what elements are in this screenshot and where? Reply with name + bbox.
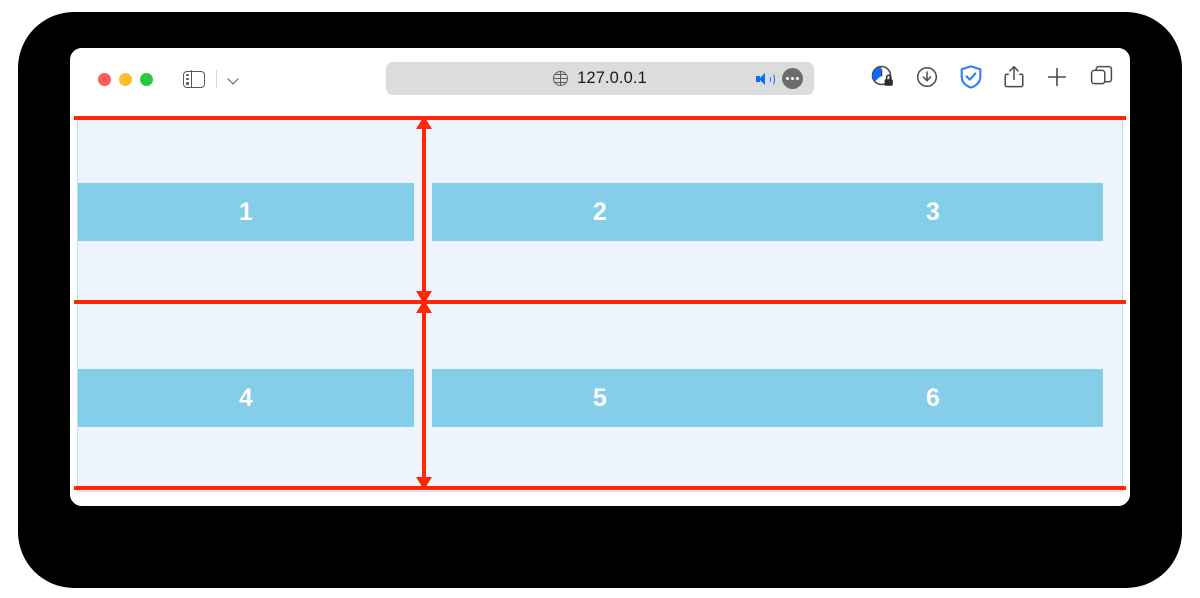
grid-item: 4 xyxy=(78,369,414,427)
address-bar[interactable]: 127.0.0.1 xyxy=(386,62,814,95)
ellipsis-icon[interactable] xyxy=(782,68,803,89)
globe-icon xyxy=(553,71,569,86)
chevron-down-icon[interactable] xyxy=(228,74,239,85)
share-icon[interactable] xyxy=(1004,65,1024,93)
grid-item: 6 xyxy=(763,369,1103,427)
minimize-window-button[interactable] xyxy=(119,72,132,86)
speaker-playing-icon[interactable] xyxy=(756,72,775,86)
address-bar-text: 127.0.0.1 xyxy=(577,69,647,87)
address-bar-trailing-icons xyxy=(756,62,803,95)
browser-toolbar: 127.0.0.1 xyxy=(70,48,1130,110)
grid-item: 2 xyxy=(432,183,768,241)
close-window-button[interactable] xyxy=(98,72,111,86)
grid-item: 5 xyxy=(432,369,768,427)
tab-overview-icon[interactable] xyxy=(1090,65,1113,93)
toolbar-actions xyxy=(871,48,1113,110)
grid-item: 1 xyxy=(78,183,414,241)
grid-item: 3 xyxy=(763,183,1103,241)
maximize-window-button[interactable] xyxy=(140,72,153,86)
sidebar-dots-icon xyxy=(186,74,189,85)
new-tab-icon[interactable] xyxy=(1046,66,1068,93)
grid-container: 1 2 3 4 5 6 xyxy=(77,118,1123,492)
adguard-shield-icon[interactable] xyxy=(960,64,982,94)
window-controls xyxy=(98,72,153,86)
page-content: 1 2 3 4 5 6 xyxy=(70,110,1130,506)
privacy-report-icon[interactable] xyxy=(871,65,894,93)
downloads-icon[interactable] xyxy=(916,66,938,93)
toolbar-divider xyxy=(216,70,217,88)
address-bar-content: 127.0.0.1 xyxy=(553,69,647,88)
browser-window: 127.0.0.1 xyxy=(70,48,1130,506)
sidebar-icon[interactable] xyxy=(183,69,205,89)
